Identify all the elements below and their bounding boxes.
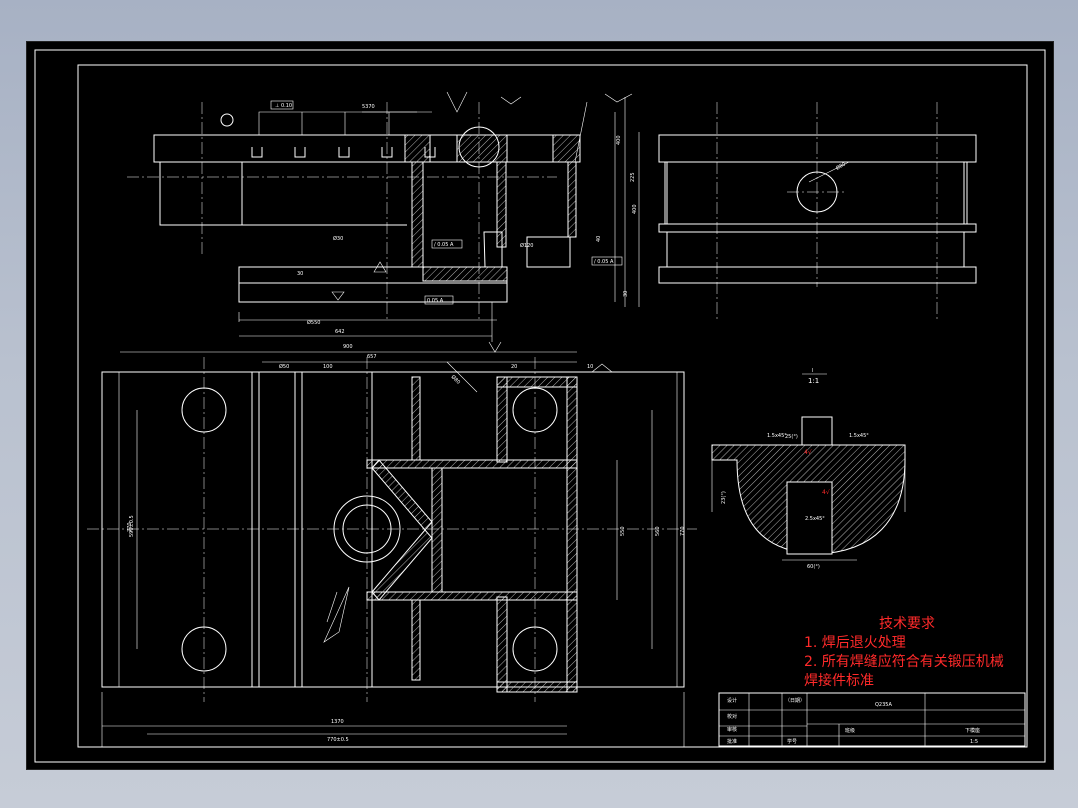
- dim-d550: Ø550: [307, 319, 320, 326]
- plan-view: 900 657 Ø50 100 20 10 1370 770±0.5 770 5…: [87, 341, 697, 747]
- dim-w1370: 1370: [331, 719, 344, 725]
- dim-h590: 590±0.5: [129, 515, 135, 537]
- side-view: Ø80: [658, 102, 977, 322]
- svg-text:400: 400: [616, 135, 622, 145]
- tb-check: 校对: [727, 713, 737, 720]
- dim-w900: 900: [343, 344, 353, 350]
- front-section-view: ⊥ 0.10 5370 400 225 400 40 30 Ø550 642 0…: [127, 91, 640, 342]
- tb-class-no: 班级: [845, 727, 855, 734]
- rib-frame-top: [496, 376, 578, 388]
- title-block: 设计 （日期） Q235A 校对 审核 批准 班级 学号 下模座 1:5: [718, 692, 1026, 747]
- svg-text:4√: 4√: [804, 449, 812, 456]
- tb-date: （日期）: [785, 698, 805, 704]
- sec-dim-1: 1.5x45°: [767, 433, 787, 439]
- dim-w100: 100: [323, 364, 333, 370]
- svg-text:Ø30: Ø30: [333, 235, 343, 242]
- dim-top-len: 5370: [362, 104, 375, 110]
- tb-approve: 批准: [727, 738, 737, 745]
- dim-d642: 642: [335, 329, 345, 335]
- svg-text:/ 0.05 A: / 0.05 A: [594, 259, 614, 265]
- section-scale: 1:1: [808, 377, 819, 385]
- svg-text:/ 0.05 A: / 0.05 A: [434, 242, 454, 248]
- section-label: I: [812, 368, 813, 374]
- sec-dim-4: 23(°): [721, 491, 727, 504]
- weld-rib-left: [411, 161, 424, 268]
- rib-cross-upper: [366, 459, 578, 469]
- cad-viewport[interactable]: ⊥ 0.10 5370 400 225 400 40 30 Ø550 642 0…: [26, 41, 1054, 770]
- dim-h770r: 770: [680, 526, 686, 536]
- dim-w20: 20: [511, 364, 517, 370]
- svg-text:Ø120: Ø120: [520, 242, 533, 249]
- drawing-canvas: ⊥ 0.10 5370 400 225 400 40 30 Ø550 642 0…: [34, 49, 1046, 763]
- tb-student-no: 学号: [787, 738, 797, 745]
- svg-text:30: 30: [623, 291, 629, 297]
- tb-ratio: 1:5: [970, 739, 978, 745]
- dim-w10: 10: [587, 364, 593, 370]
- dim-w50: Ø50: [279, 363, 289, 370]
- tech-note-3: 焊接件标准: [804, 672, 874, 689]
- svg-text:⊥ 0.10: ⊥ 0.10: [275, 103, 292, 109]
- dim-h770: 770: [127, 522, 133, 532]
- outer-frame: [34, 49, 1046, 763]
- svg-text:40: 40: [596, 236, 602, 242]
- sec-dim-5: 60(°): [807, 564, 820, 570]
- tb-part-code: Q235A: [875, 702, 892, 708]
- inner-frame: [77, 64, 1028, 748]
- technical-requirements: 技术要求 1. 焊后退火处理 2. 所有焊缝应符合有关锻压机械 焊接件标准: [804, 616, 1004, 689]
- tech-note-2: 2. 所有焊缝应符合有关锻压机械: [804, 653, 1004, 670]
- tech-note-1: 1. 焊后退火处理: [804, 635, 906, 651]
- dim-h550: 550: [620, 526, 626, 536]
- tb-review: 审核: [727, 726, 737, 733]
- tech-notes-title: 技术要求: [879, 616, 935, 632]
- dim-h560: 560: [655, 526, 661, 536]
- svg-text:225: 225: [630, 172, 636, 182]
- svg-text:30: 30: [297, 271, 303, 277]
- tb-design: 设计: [727, 697, 737, 704]
- dim-w657: 657: [367, 354, 377, 360]
- sec-dim-25: 25(°): [785, 434, 798, 440]
- sec-dim-3: 2.5x45°: [805, 516, 825, 522]
- svg-text:400: 400: [632, 204, 638, 214]
- detail-section-i: I 1:1 25(°) 1.5x45° 1.5x45° 2.5x45° 23(°…: [711, 368, 906, 570]
- svg-text:Ø80: Ø80: [835, 161, 847, 172]
- svg-text:0.05 A: 0.05 A: [427, 298, 444, 304]
- svg-text:4√: 4√: [822, 489, 830, 496]
- dim-w770: 770±0.5: [327, 737, 349, 743]
- tb-name: 下模座: [965, 727, 980, 734]
- sec-dim-2: 1.5x45°: [849, 433, 869, 439]
